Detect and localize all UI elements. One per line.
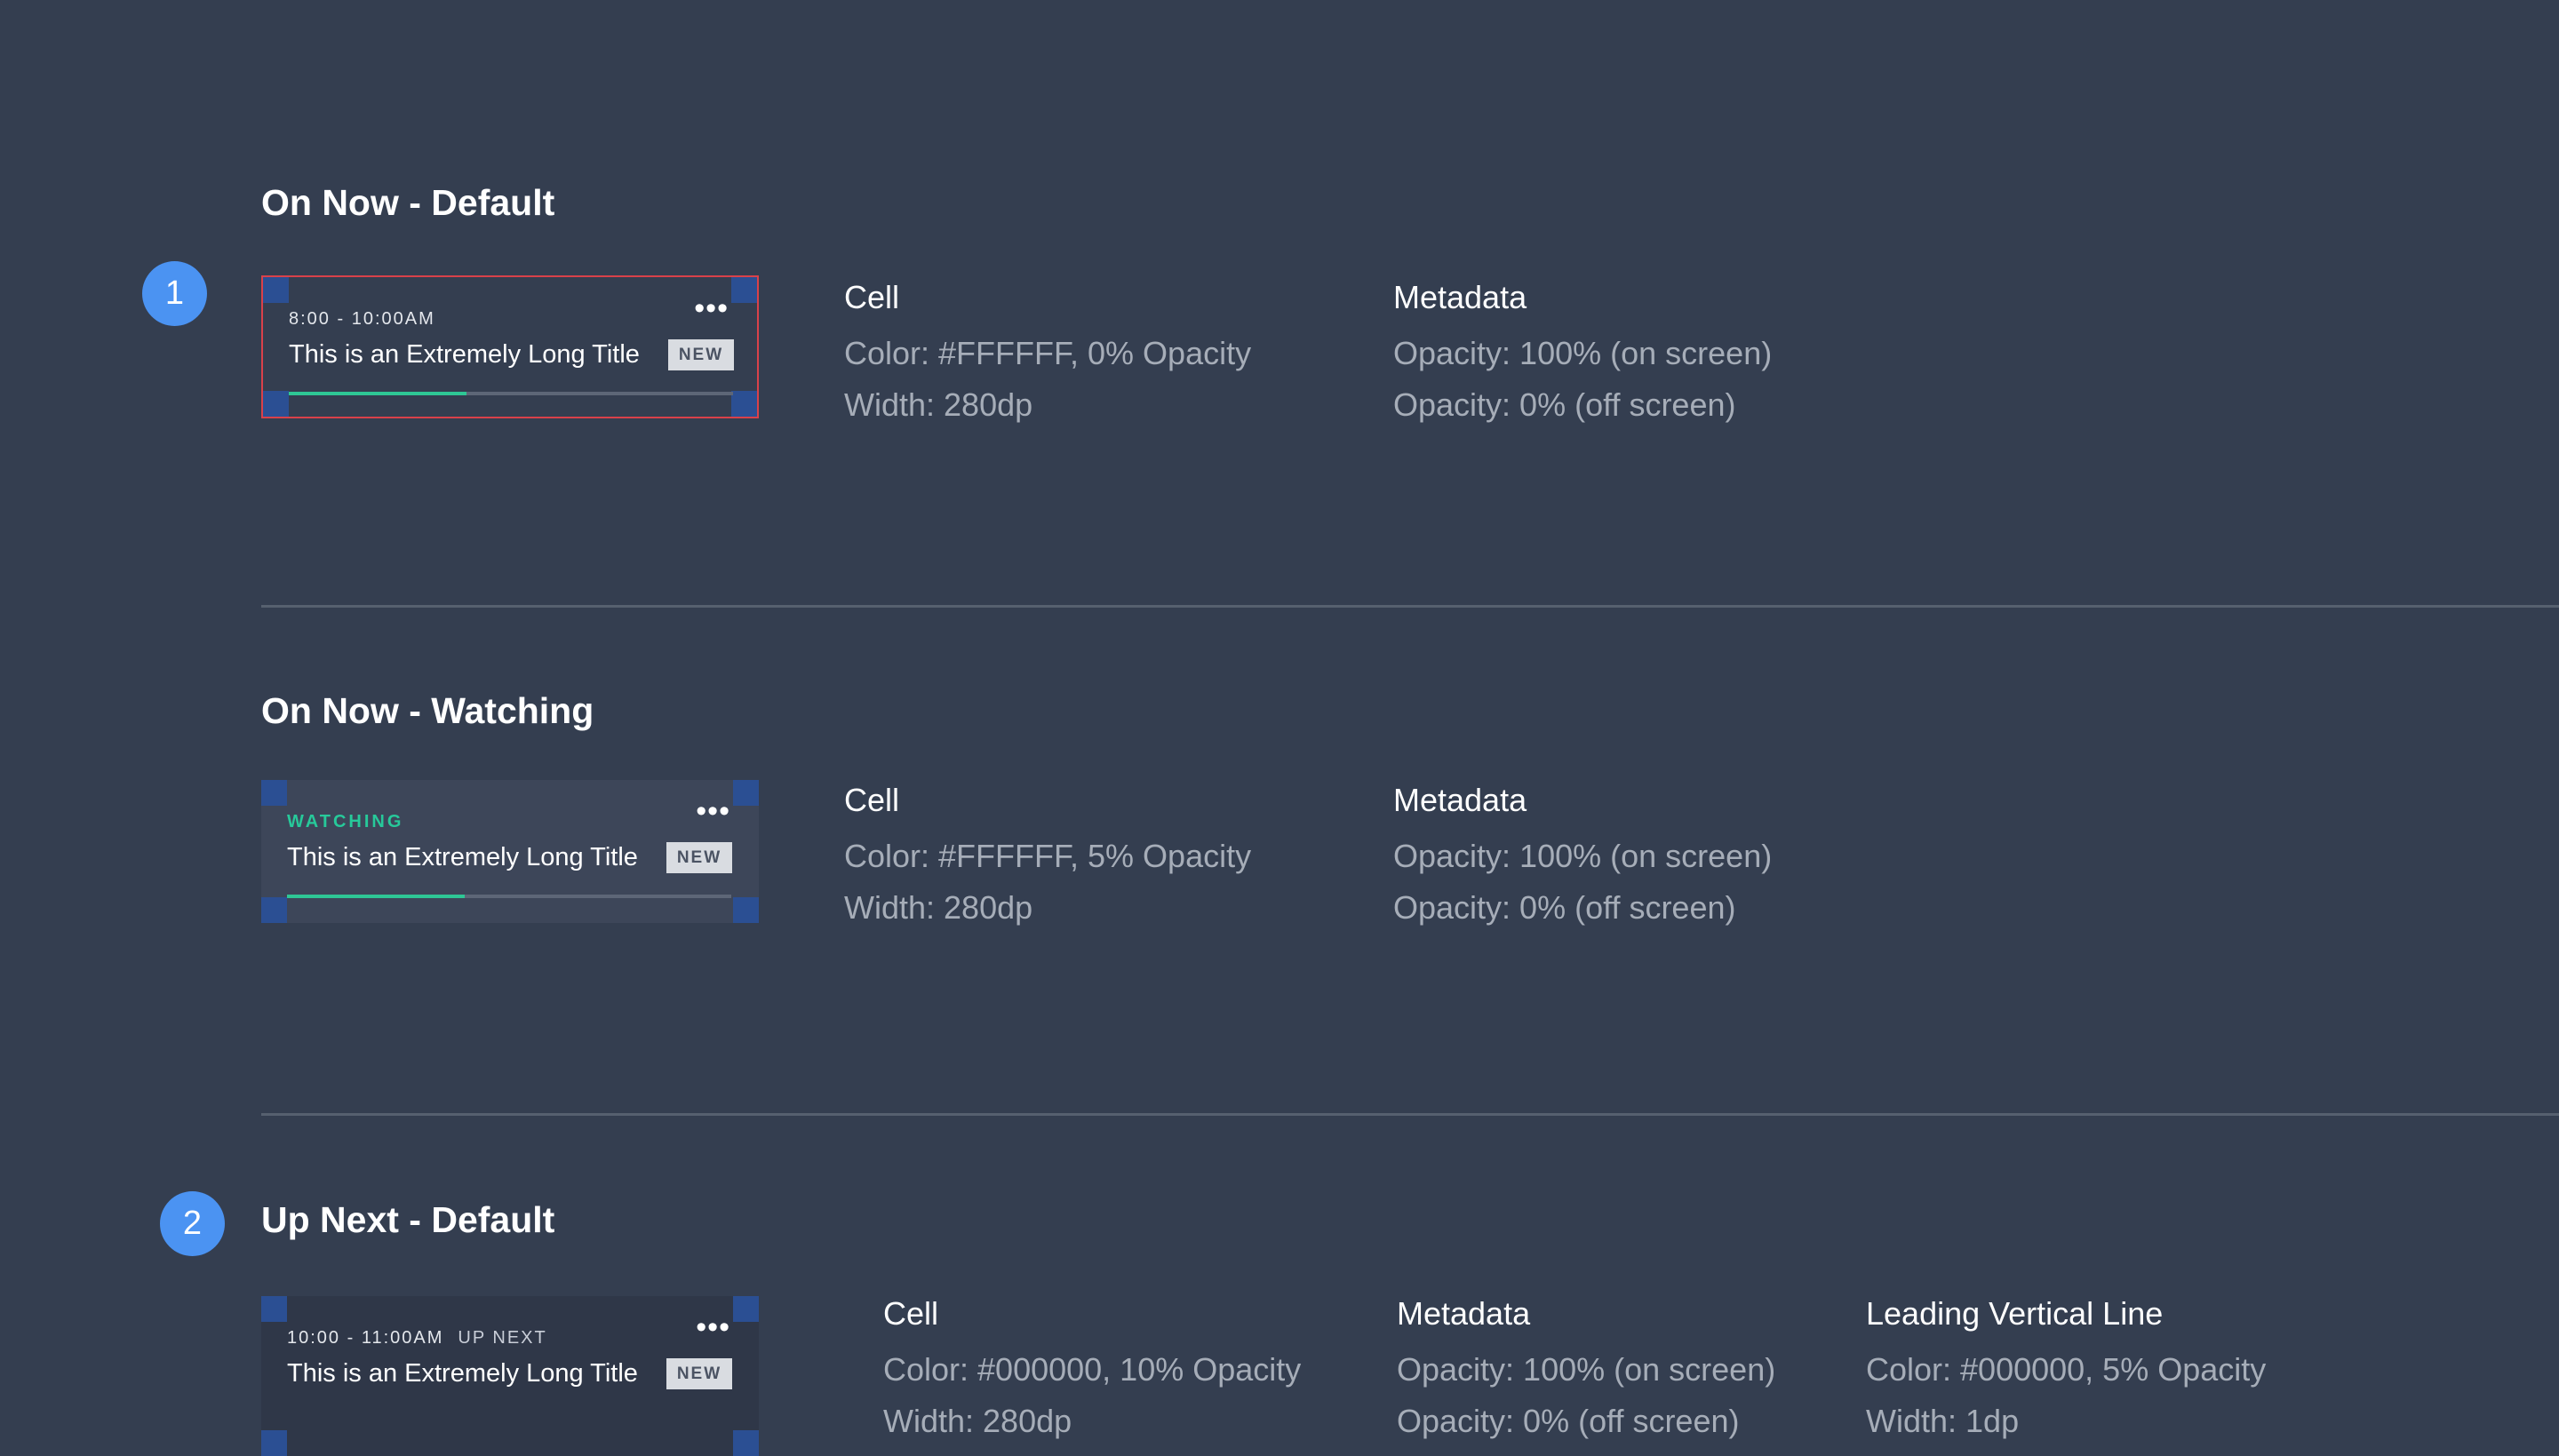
- section-title: On Now - Watching: [261, 690, 594, 731]
- cell-time: 8:00 - 10:00AM: [289, 309, 435, 329]
- new-badge: NEW: [666, 1358, 732, 1389]
- spec-line: Color: #FFFFFF, 0% Opacity: [844, 335, 1252, 371]
- spec-heading: Leading Vertical Line: [1866, 1295, 2164, 1332]
- spec-line: Opacity: 0% (off screen): [1393, 889, 1736, 926]
- watching-status: WATCHING: [287, 812, 404, 831]
- progress-bar: [287, 895, 731, 898]
- corner-marker: [733, 1430, 759, 1456]
- cell-time: 10:00 - 11:00AM UP NEXT: [287, 1328, 547, 1349]
- spec-line: Width: 280dp: [844, 889, 1033, 926]
- corner-marker: [263, 391, 289, 417]
- spec-line: Opacity: 100% (on screen): [1393, 335, 1773, 371]
- cell-time-range: 10:00 - 11:00AM: [287, 1328, 444, 1348]
- cell-title: This is an Extremely Long Title: [289, 340, 640, 369]
- spec-metadata: Metadata Opacity: 100% (on screen) Opaci…: [1393, 279, 1772, 431]
- program-cell-on-now-watching[interactable]: WATCHING ••• This is an Extremely Long T…: [261, 780, 759, 923]
- spec-line: Width: 280dp: [883, 1403, 1072, 1439]
- cell-title: This is an Extremely Long Title: [287, 1359, 638, 1388]
- corner-marker: [261, 780, 287, 806]
- spec-leading-vertical-line: Leading Vertical Line Color: #000000, 5%…: [1866, 1295, 2266, 1447]
- progress-bar: [289, 392, 733, 395]
- spec-line: Opacity: 0% (off screen): [1397, 1403, 1740, 1439]
- step-badge-2: 2: [160, 1191, 225, 1256]
- corner-marker: [261, 1430, 287, 1456]
- spec-heading: Metadata: [1397, 1295, 1531, 1332]
- spec-cell: Cell Color: #FFFFFF, 5% Opacity Width: 2…: [844, 782, 1251, 934]
- spec-line: Width: 1dp: [1866, 1403, 2020, 1439]
- spec-line: Opacity: 100% (on screen): [1397, 1351, 1776, 1388]
- corner-marker: [731, 277, 757, 303]
- spec-line: Color: #FFFFFF, 5% Opacity: [844, 838, 1252, 874]
- new-badge: NEW: [668, 339, 734, 370]
- divider: [261, 605, 2559, 608]
- spec-line: Opacity: 0% (off screen): [1393, 386, 1736, 423]
- spec-heading: Cell: [844, 782, 900, 818]
- divider: [261, 1113, 2559, 1116]
- more-options-icon[interactable]: •••: [696, 1310, 730, 1344]
- section-title: On Now - Default: [261, 182, 555, 223]
- step-badge-1: 1: [142, 261, 207, 326]
- more-options-icon[interactable]: •••: [694, 291, 729, 325]
- spec-metadata: Metadata Opacity: 100% (on screen) Opaci…: [1397, 1295, 1775, 1447]
- spec-cell: Cell Color: #000000, 10% Opacity Width: …: [883, 1295, 1301, 1447]
- corner-marker: [263, 277, 289, 303]
- corner-marker: [261, 897, 287, 923]
- section-title: Up Next - Default: [261, 1199, 555, 1240]
- spec-line: Width: 280dp: [844, 386, 1033, 423]
- corner-marker: [731, 391, 757, 417]
- spec-heading: Cell: [844, 279, 900, 315]
- corner-marker: [733, 897, 759, 923]
- up-next-label: UP NEXT: [458, 1328, 547, 1348]
- spec-heading: Metadata: [1393, 782, 1527, 818]
- spec-line: Color: #000000, 5% Opacity: [1866, 1351, 2267, 1388]
- program-cell-up-next[interactable]: 10:00 - 11:00AM UP NEXT ••• This is an Ex…: [261, 1296, 759, 1456]
- corner-marker: [733, 1296, 759, 1322]
- progress-fill: [287, 895, 465, 898]
- spec-metadata: Metadata Opacity: 100% (on screen) Opaci…: [1393, 782, 1772, 934]
- spec-heading: Cell: [883, 1295, 939, 1332]
- program-cell-on-now-default[interactable]: 8:00 - 10:00AM ••• This is an Extremely …: [261, 275, 759, 418]
- corner-marker: [261, 1296, 287, 1322]
- spec-heading: Metadata: [1393, 279, 1527, 315]
- corner-marker: [733, 780, 759, 806]
- progress-fill: [289, 392, 466, 395]
- spec-cell: Cell Color: #FFFFFF, 0% Opacity Width: 2…: [844, 279, 1251, 431]
- cell-title: This is an Extremely Long Title: [287, 843, 638, 871]
- new-badge: NEW: [666, 842, 732, 873]
- spec-line: Opacity: 100% (on screen): [1393, 838, 1773, 874]
- spec-line: Color: #000000, 10% Opacity: [883, 1351, 1302, 1388]
- more-options-icon[interactable]: •••: [696, 794, 730, 828]
